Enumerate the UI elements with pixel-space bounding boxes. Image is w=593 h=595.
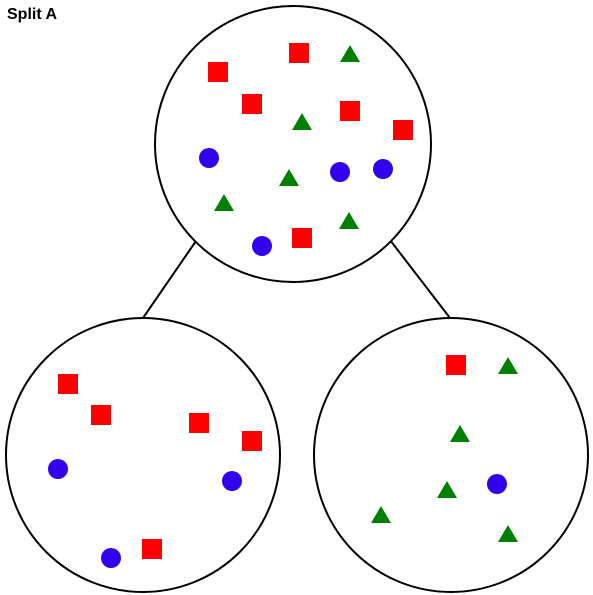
green-triangle [450, 425, 470, 442]
green-triangle [292, 113, 312, 130]
blue-circle [101, 548, 121, 568]
red-square [340, 101, 360, 121]
red-square [446, 355, 466, 375]
blue-circle [330, 162, 350, 182]
red-square [292, 228, 312, 248]
left-child-items [48, 374, 262, 568]
edge-root-to-left [142, 240, 197, 319]
red-square [142, 539, 162, 559]
red-square [242, 431, 262, 451]
red-square [393, 120, 413, 140]
red-square [289, 43, 309, 63]
blue-circle [222, 471, 242, 491]
blue-circle [487, 474, 507, 494]
split-title: Split A [7, 6, 58, 23]
red-square [58, 374, 78, 394]
red-square [208, 62, 228, 82]
red-square [189, 413, 209, 433]
green-triangle [339, 212, 359, 229]
green-triangle [498, 357, 518, 374]
green-triangle [498, 525, 518, 542]
green-triangle [371, 506, 391, 523]
green-triangle [437, 481, 457, 498]
edge-root-to-right [389, 239, 451, 319]
green-triangle [340, 45, 360, 62]
root-items [199, 43, 413, 256]
right-child-node [313, 317, 589, 593]
blue-circle [373, 159, 393, 179]
right-child-items [371, 355, 518, 542]
blue-circle [199, 148, 219, 168]
red-square [242, 94, 262, 114]
blue-circle [48, 459, 68, 479]
red-square [91, 405, 111, 425]
blue-circle [252, 236, 272, 256]
green-triangle [279, 169, 299, 186]
green-triangle [214, 194, 234, 211]
